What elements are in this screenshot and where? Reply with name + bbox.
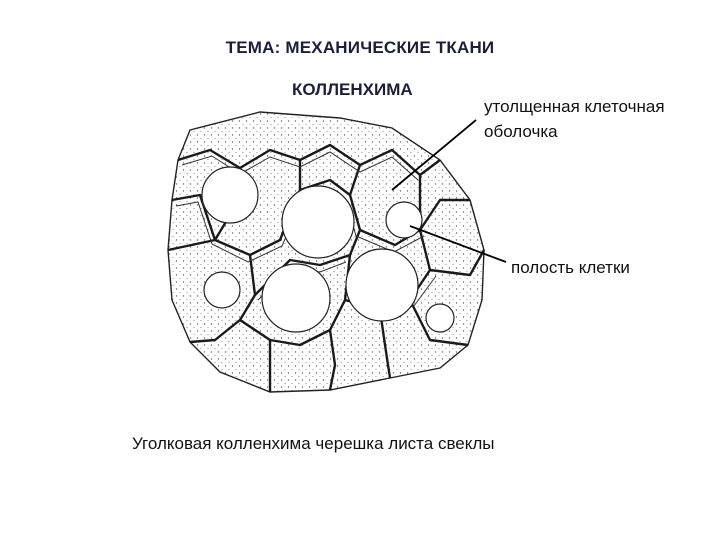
slide-subtitle: КОЛЛЕНХИМА (292, 80, 413, 99)
cell-wall-label-text: утолщенная клеточная оболочка (484, 97, 665, 141)
cavity-pointer-line (409, 225, 507, 263)
cell-cavity-label: полость клетки (511, 258, 630, 277)
cell-cavities (201, 166, 455, 333)
wall-pointer-line (391, 119, 477, 191)
figure-caption: Уголковая колленхима черешка листа свекл… (132, 434, 495, 453)
slide-title: ТЕМА: МЕХАНИЧЕСКИЕ ТКАНИ (225, 38, 495, 57)
cell-wall-label: утолщенная клеточная оболочка (484, 94, 694, 144)
